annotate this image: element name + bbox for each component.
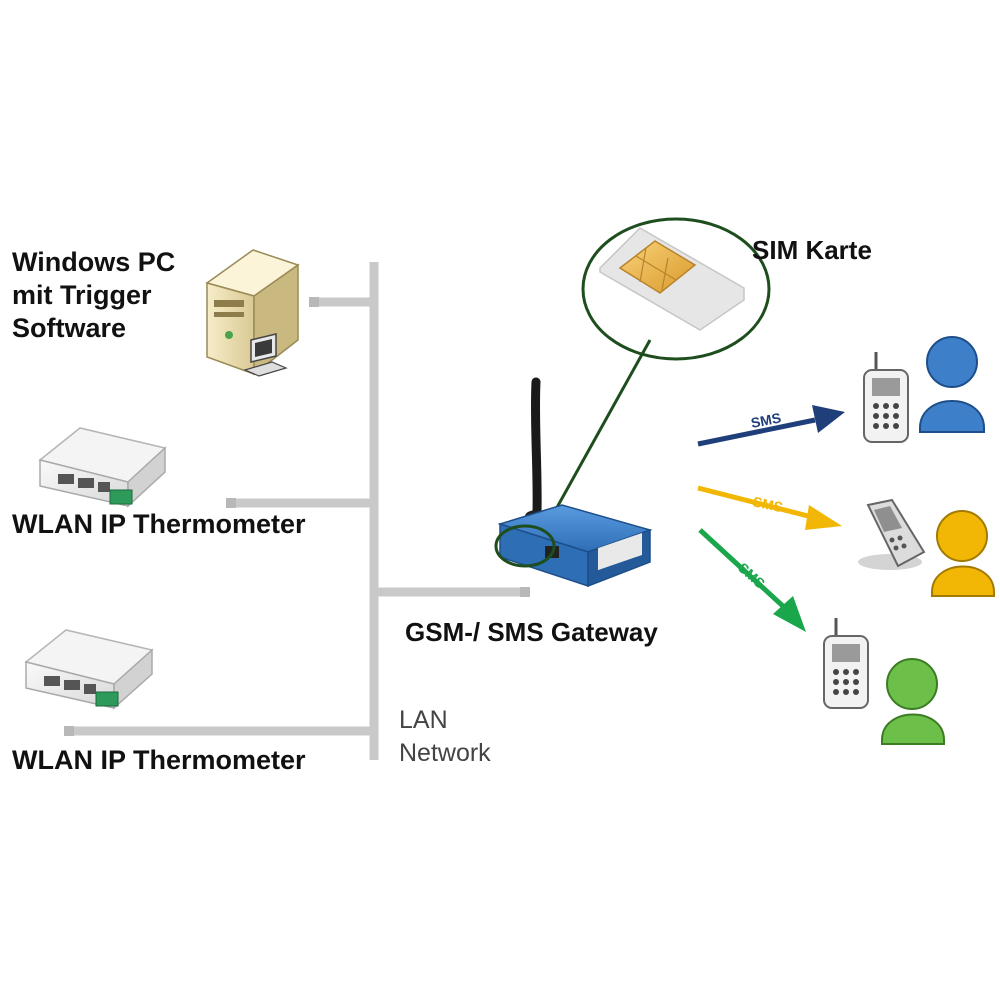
pc-label-line-1: Windows PC xyxy=(12,247,176,277)
gateway-sim-slot-highlight xyxy=(494,524,556,568)
pc-tower-icon xyxy=(205,249,300,377)
thermometer-device-icon-1 xyxy=(38,427,167,508)
sim-callout-line xyxy=(548,339,652,521)
flip-phone-icon xyxy=(858,498,926,570)
lan-connectors xyxy=(64,297,530,736)
mobile-phone-icon xyxy=(863,352,909,443)
sim-label: SIM Karte xyxy=(752,235,872,265)
lan-bus xyxy=(70,262,524,760)
gateway-label: GSM-/ SMS Gateway xyxy=(405,617,658,647)
person-icon-yellow xyxy=(931,510,995,597)
sim-highlight-ellipse xyxy=(581,217,771,361)
lan-label-line-2: Network xyxy=(399,739,491,767)
lan-network-label: LAN Network xyxy=(399,704,491,770)
mobile-phone-icon xyxy=(823,618,869,709)
thermometer-device-icon-2 xyxy=(24,629,154,710)
sms-arrow-2: SMS xyxy=(697,485,842,530)
sms-arrow-label: SMS xyxy=(750,409,783,430)
pc-label-line-3: Software xyxy=(12,313,127,343)
thermometer-2-label: WLAN IP Thermometer xyxy=(12,745,306,775)
sms-arrow-1: SMS xyxy=(697,405,845,447)
person-icon-green xyxy=(881,658,945,745)
pc-label-line-2: mit Trigger xyxy=(12,280,152,310)
person-icon-blue xyxy=(919,336,985,433)
sms-arrow-3: SMS xyxy=(698,528,806,632)
sim-card-callout xyxy=(548,217,771,521)
pc-label: Windows PC mit Trigger Software xyxy=(12,246,175,345)
lan-label-line-1: LAN xyxy=(399,706,448,734)
sim-card-icon xyxy=(599,227,745,331)
gateway-device-icon xyxy=(494,377,653,588)
thermometer-1-label: WLAN IP Thermometer xyxy=(12,509,306,539)
sms-arrow-label: SMS xyxy=(751,493,784,515)
